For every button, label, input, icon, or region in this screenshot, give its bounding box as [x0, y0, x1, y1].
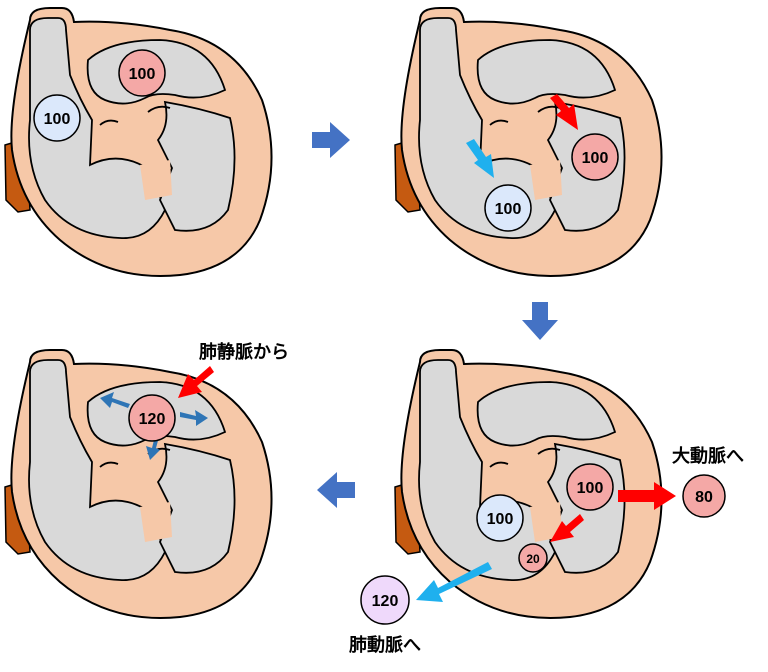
left-atrium-ball: 100	[118, 49, 166, 97]
spread-arrow-right	[180, 410, 208, 426]
left-ventricle-ball: 100	[566, 463, 614, 511]
right-atrium-ball: 100	[33, 94, 81, 142]
small-ball: 20	[518, 543, 548, 573]
step-arrow-left	[317, 472, 355, 508]
step-arrow-down	[522, 302, 558, 340]
pulmonary-vein-label: 肺静脈から	[199, 341, 289, 363]
svg-text:120: 120	[139, 411, 166, 428]
svg-text:100: 100	[487, 511, 514, 528]
heart-panel-3: 100 100 20	[394, 349, 663, 619]
svg-text:100: 100	[129, 66, 156, 83]
pulmonary-flow-arrow	[416, 562, 492, 602]
aorta-ball: 80	[682, 474, 726, 518]
svg-text:20: 20	[526, 552, 540, 566]
spread-arrow-down	[146, 436, 160, 460]
heart-panel-2: 100 100	[394, 7, 663, 277]
svg-text:120: 120	[372, 593, 399, 610]
right-ventricle-ball: 100	[484, 184, 532, 232]
svg-text:100: 100	[577, 480, 604, 497]
left-ventricle-ball: 100	[571, 133, 619, 181]
heart-panel-1: 100 100	[4, 7, 273, 277]
pulmonary-vein-inflow-arrow	[178, 366, 214, 398]
red-flow-arrow	[550, 94, 578, 130]
svg-text:100: 100	[495, 201, 522, 218]
svg-text:80: 80	[695, 489, 713, 506]
pulmonary-ball: 120	[360, 575, 410, 625]
aorta-label: 大動脈へ	[672, 445, 744, 467]
right-ventricle-ball: 100	[476, 494, 524, 542]
spread-arrow-left	[100, 392, 130, 408]
cyan-flow-arrow	[466, 139, 494, 178]
heart-panel-4: 120	[4, 349, 273, 619]
red-backflow-arrow	[550, 514, 584, 542]
left-atrium-ball: 120	[128, 394, 176, 442]
pulmonary-label: 肺動脈へ	[349, 634, 421, 656]
svg-text:100: 100	[582, 150, 609, 167]
svg-text:100: 100	[44, 111, 71, 128]
aorta-flow-arrow	[618, 482, 676, 510]
step-arrow-right-top	[312, 122, 350, 158]
